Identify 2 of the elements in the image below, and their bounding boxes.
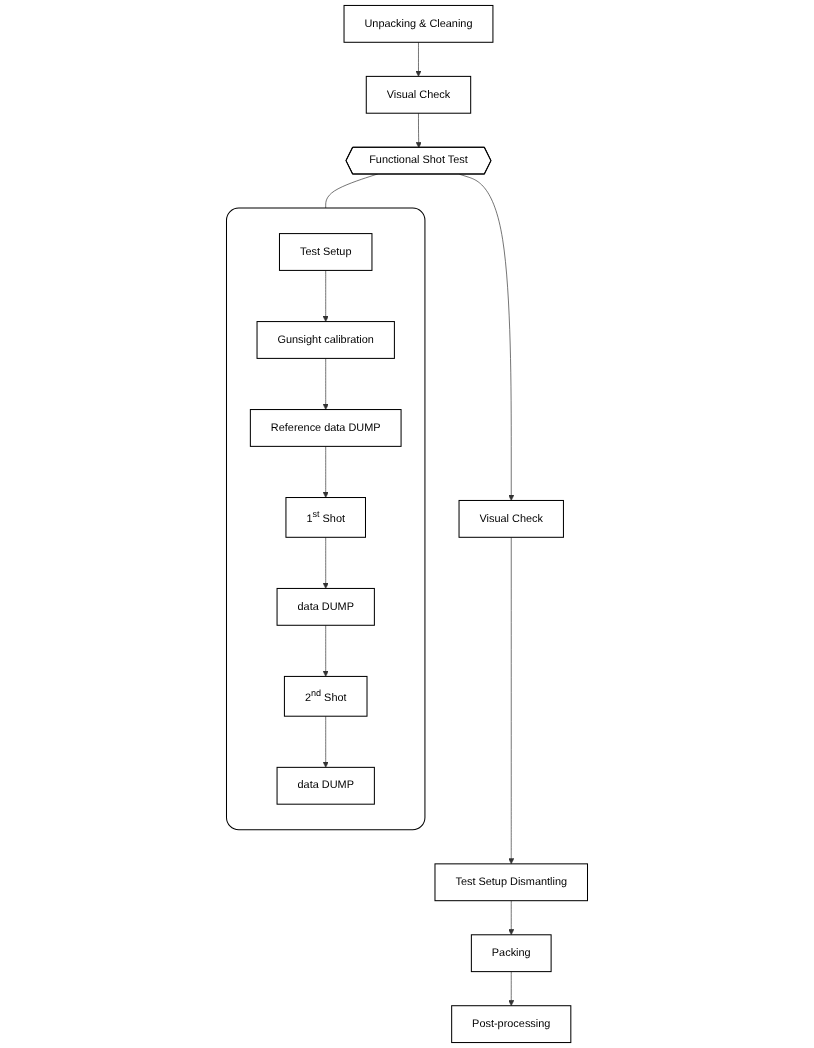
connector [325, 173, 379, 209]
cluster [226, 207, 426, 831]
